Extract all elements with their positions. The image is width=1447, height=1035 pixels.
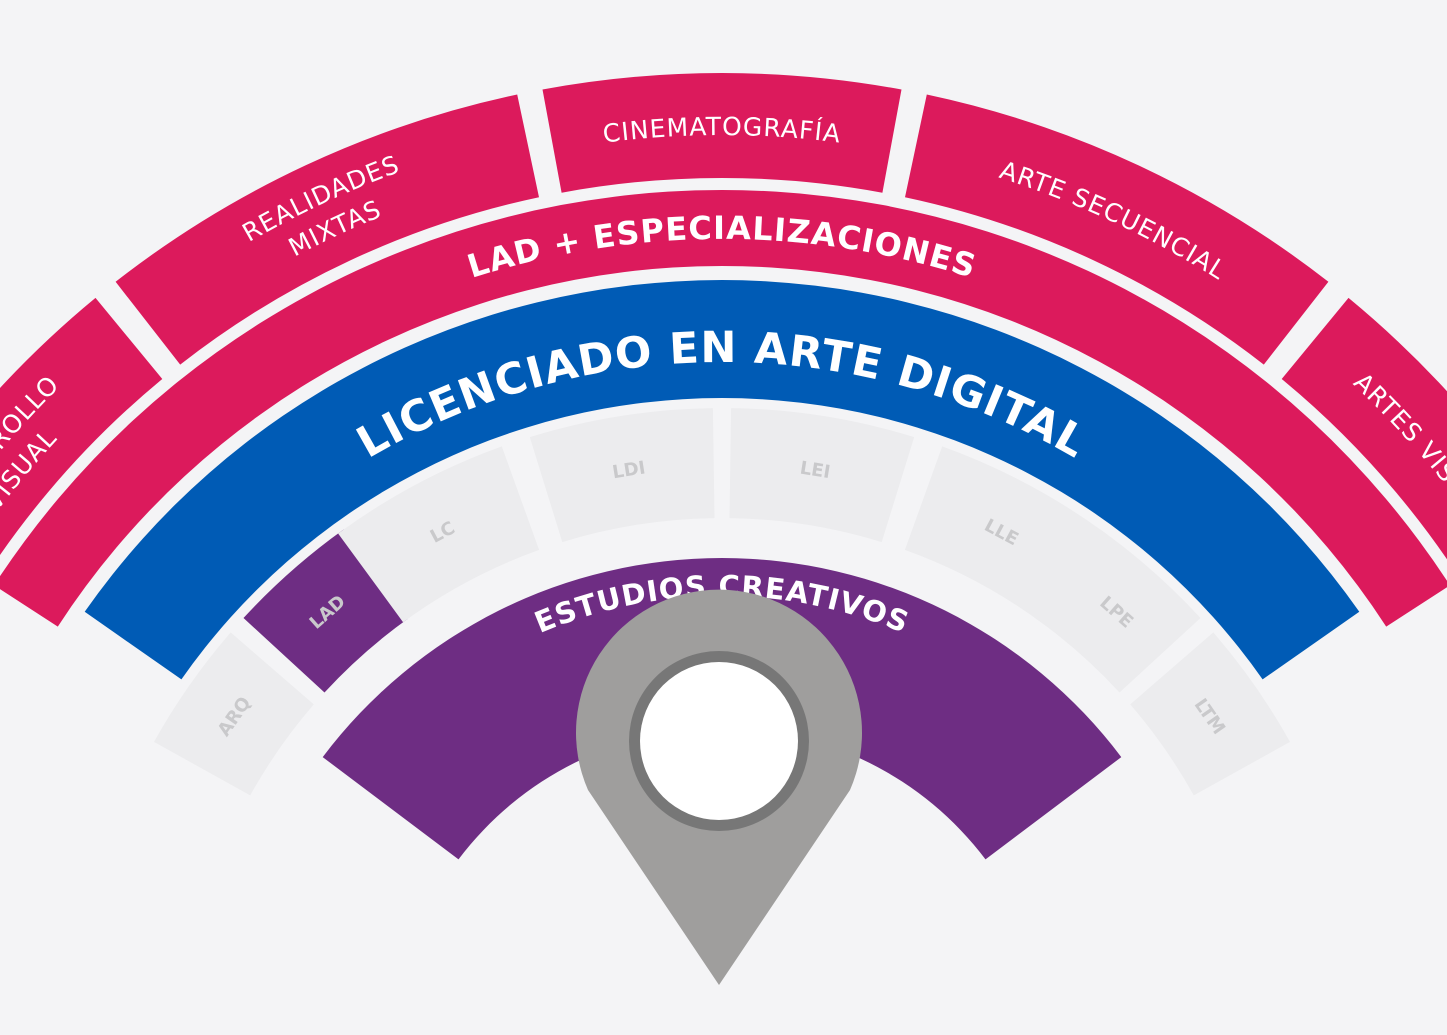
specialization-segment [542,73,902,193]
specialization-segment [905,94,1329,365]
program-lc[interactable]: LC [338,446,540,623]
lad-band: LAD + ESPECIALIZACIONES [0,190,1447,627]
program-ldi[interactable]: LDI [529,408,715,543]
lad-band-arc [0,190,1447,627]
specializations-ring: DESARROLLOVISUALREALIDADESMIXTASCINEMATO… [0,73,1447,560]
specialization-segment [115,94,539,365]
program-pill[interactable] [1036,529,1201,693]
degree-band-arc [84,280,1360,680]
pin-hole [640,662,798,820]
program-arq[interactable]: ARQ [154,632,314,796]
location-pin-icon [576,589,862,985]
program-pill[interactable] [1130,632,1290,796]
program-pill[interactable] [338,446,540,623]
program-pill[interactable] [154,632,314,796]
program-lle[interactable]: LLE [904,446,1106,623]
specialization-cinematografia: CINEMATOGRAFÍA [542,73,902,193]
program-pill[interactable] [529,408,715,543]
specialization-segment [1281,297,1447,560]
program-label: LDI [611,457,647,483]
program-pill[interactable] [904,446,1106,623]
specialization-arte-secuencial: ARTE SECUENCIAL [905,94,1329,365]
program-pill[interactable] [729,408,915,543]
specialization-segment [0,297,163,556]
specialization-desarrollo-visual: DESARROLLOVISUAL [0,297,163,556]
program-ltm[interactable]: LTM [1130,632,1290,796]
program-lei[interactable]: LEI [729,408,915,543]
program-label: LEI [798,458,831,484]
program-lpe[interactable]: LPE [1036,529,1201,693]
